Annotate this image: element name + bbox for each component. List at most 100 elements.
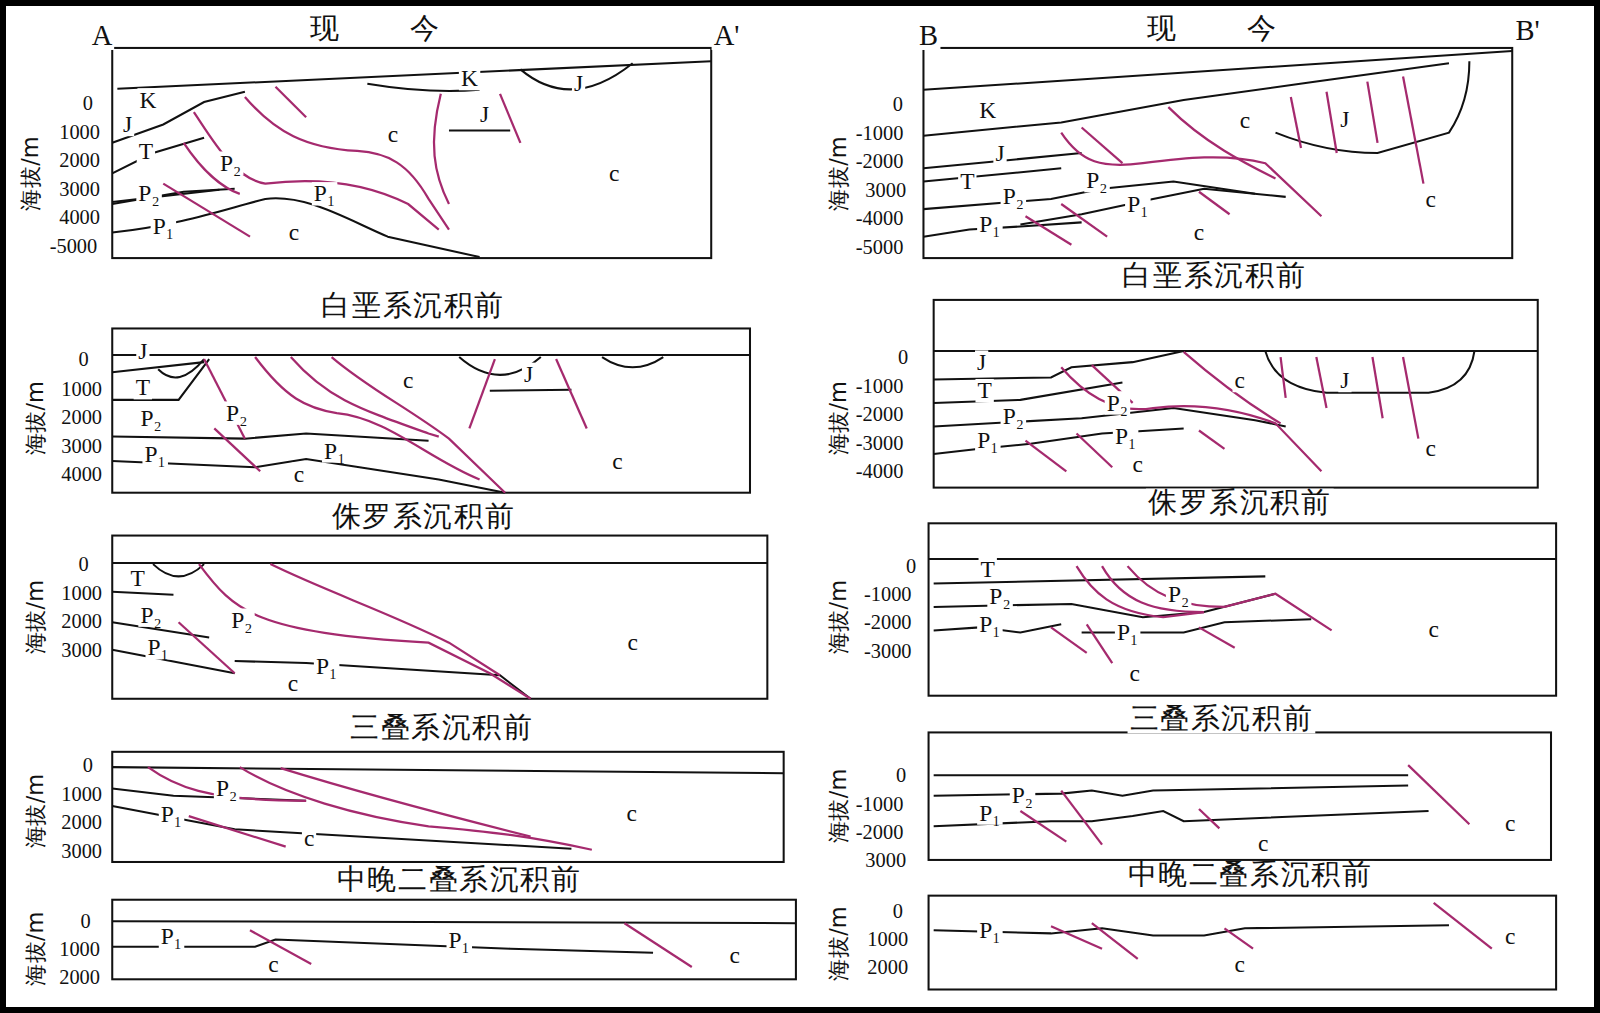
elevation-tick: 3000 — [57, 179, 102, 199]
stage-caption: 白垩系沉积前 — [319, 292, 507, 321]
stratum-label: c — [1423, 187, 1438, 210]
stratum-label: c — [286, 672, 301, 695]
stratum-label: P₁ — [314, 654, 339, 677]
elevation-tick: -5000 — [854, 237, 906, 257]
stratum-label: c — [1423, 437, 1438, 460]
elevation-tick: 1000 — [59, 582, 104, 602]
stratum-label: J — [1338, 369, 1351, 392]
elevation-tick: 4000 — [57, 207, 102, 227]
stratum-label: K — [459, 67, 480, 90]
elevation-tick: 0 — [77, 349, 91, 369]
stratum-label: c — [292, 463, 307, 486]
elevation-tick: 0 — [77, 554, 91, 574]
stratum-label: P₂ — [1105, 391, 1130, 414]
stratum-label: c — [727, 944, 742, 967]
section-end-label: 现今 — [1145, 14, 1349, 43]
frame — [6, 6, 1594, 1007]
stage-caption: 侏罗系沉积前 — [1146, 489, 1334, 518]
stratum-label: T — [134, 376, 152, 399]
stratum-label: P₂ — [1010, 784, 1035, 807]
stratum-label: c — [610, 449, 625, 472]
elevation-tick: 0 — [79, 911, 93, 931]
stratum-label: P₂ — [1084, 169, 1109, 192]
stratum-label: P₂ — [138, 603, 163, 626]
axis-title: 海拔/m — [24, 578, 46, 656]
stratum-label: J — [522, 363, 535, 386]
elevation-tick: 2000 — [57, 967, 102, 987]
stratum-label: c — [1233, 369, 1248, 392]
elevation-tick: 0 — [904, 556, 918, 576]
elevation-tick: -4000 — [854, 461, 906, 481]
axis-title: 海拔/m — [828, 379, 850, 457]
stratum-label: J — [136, 339, 149, 362]
stage-caption: 白垩系沉积前 — [1120, 261, 1308, 290]
elevation-tick: 0 — [891, 901, 905, 921]
elevation-tick: -4000 — [854, 208, 906, 228]
elevation-tick: 1000 — [865, 928, 910, 948]
elevation-tick: 3000 — [863, 850, 908, 870]
elevation-tick: 0 — [896, 347, 910, 367]
stratum-label: c — [401, 369, 416, 392]
stratum-label: c — [287, 221, 302, 244]
elevation-tick: -2000 — [854, 821, 906, 841]
elevation-tick: -1000 — [854, 122, 906, 142]
axis-title: 海拔/m — [828, 578, 850, 656]
stratum-label: P₂ — [218, 151, 243, 174]
elevation-tick: 1000 — [59, 783, 104, 803]
stratum-label: c — [1130, 452, 1145, 475]
elevation-tick: 0 — [891, 94, 905, 114]
elevation-tick: 3000 — [59, 436, 104, 456]
stratum-label: P₂ — [1001, 184, 1026, 207]
stratum-label: P₂ — [987, 585, 1012, 608]
stratum-label: P₁ — [151, 215, 176, 238]
elevation-tick: 1000 — [57, 938, 102, 958]
elevation-tick: 2000 — [59, 407, 104, 427]
elevation-tick: 3000 — [59, 841, 104, 861]
stratum-label: P₂ — [229, 608, 254, 631]
stage-caption: 三叠系沉积前 — [1128, 705, 1316, 734]
stratum-label: c — [1503, 811, 1518, 834]
elevation-tick: 4000 — [59, 464, 104, 484]
stage-caption: 中晚二叠系沉积前 — [335, 865, 584, 894]
elevation-tick: -1000 — [854, 794, 906, 814]
stratum-label: c — [624, 801, 639, 824]
stratum-label: J — [975, 350, 988, 373]
stratum-label: P₁ — [142, 442, 167, 465]
stage-caption: 三叠系沉积前 — [348, 713, 536, 742]
stratum-label: c — [625, 631, 640, 654]
stratum-label: P₁ — [447, 929, 472, 952]
stratum-label: c — [302, 827, 317, 850]
elevation-tick: -1000 — [854, 375, 906, 395]
stratum-label: K — [977, 98, 998, 121]
stratum-label: P₁ — [977, 801, 1002, 824]
stratum-label: P₁ — [159, 802, 184, 825]
stratum-label: c — [1426, 618, 1441, 641]
elevation-tick: 3000 — [59, 640, 104, 660]
elevation-tick: -2000 — [854, 404, 906, 424]
stratum-label: P₂ — [224, 401, 249, 424]
stage-caption: 中晚二叠系沉积前 — [1126, 861, 1375, 890]
stratum-label: P₁ — [322, 439, 347, 462]
stratum-label: P₂ — [214, 777, 239, 800]
elevation-tick: 1000 — [57, 121, 102, 141]
stratum-label: c — [266, 952, 281, 975]
elevation-tick: 1000 — [59, 378, 104, 398]
elevation-tick: 2000 — [59, 812, 104, 832]
stratum-label: P₁ — [977, 213, 1002, 236]
stratum-label: P₁ — [977, 613, 1002, 636]
elevation-tick: -1000 — [862, 583, 914, 603]
elevation-tick: -2000 — [862, 612, 914, 632]
stratum-label: P₁ — [159, 925, 184, 948]
axis-title: 海拔/m — [828, 767, 850, 845]
stratum-label: c — [1127, 662, 1142, 685]
stratum-label: P₂ — [138, 407, 163, 430]
stratum-label: P₁ — [312, 182, 337, 205]
elevation-tick: 0 — [81, 93, 95, 113]
elevation-tick: -5000 — [48, 236, 100, 256]
axis-title: 海拔/m — [24, 379, 46, 457]
axis-title: 海拔/m — [24, 772, 46, 850]
stratum-label: c — [1503, 925, 1518, 948]
elevation-tick: 0 — [81, 755, 95, 775]
elevation-tick: -2000 — [854, 151, 906, 171]
